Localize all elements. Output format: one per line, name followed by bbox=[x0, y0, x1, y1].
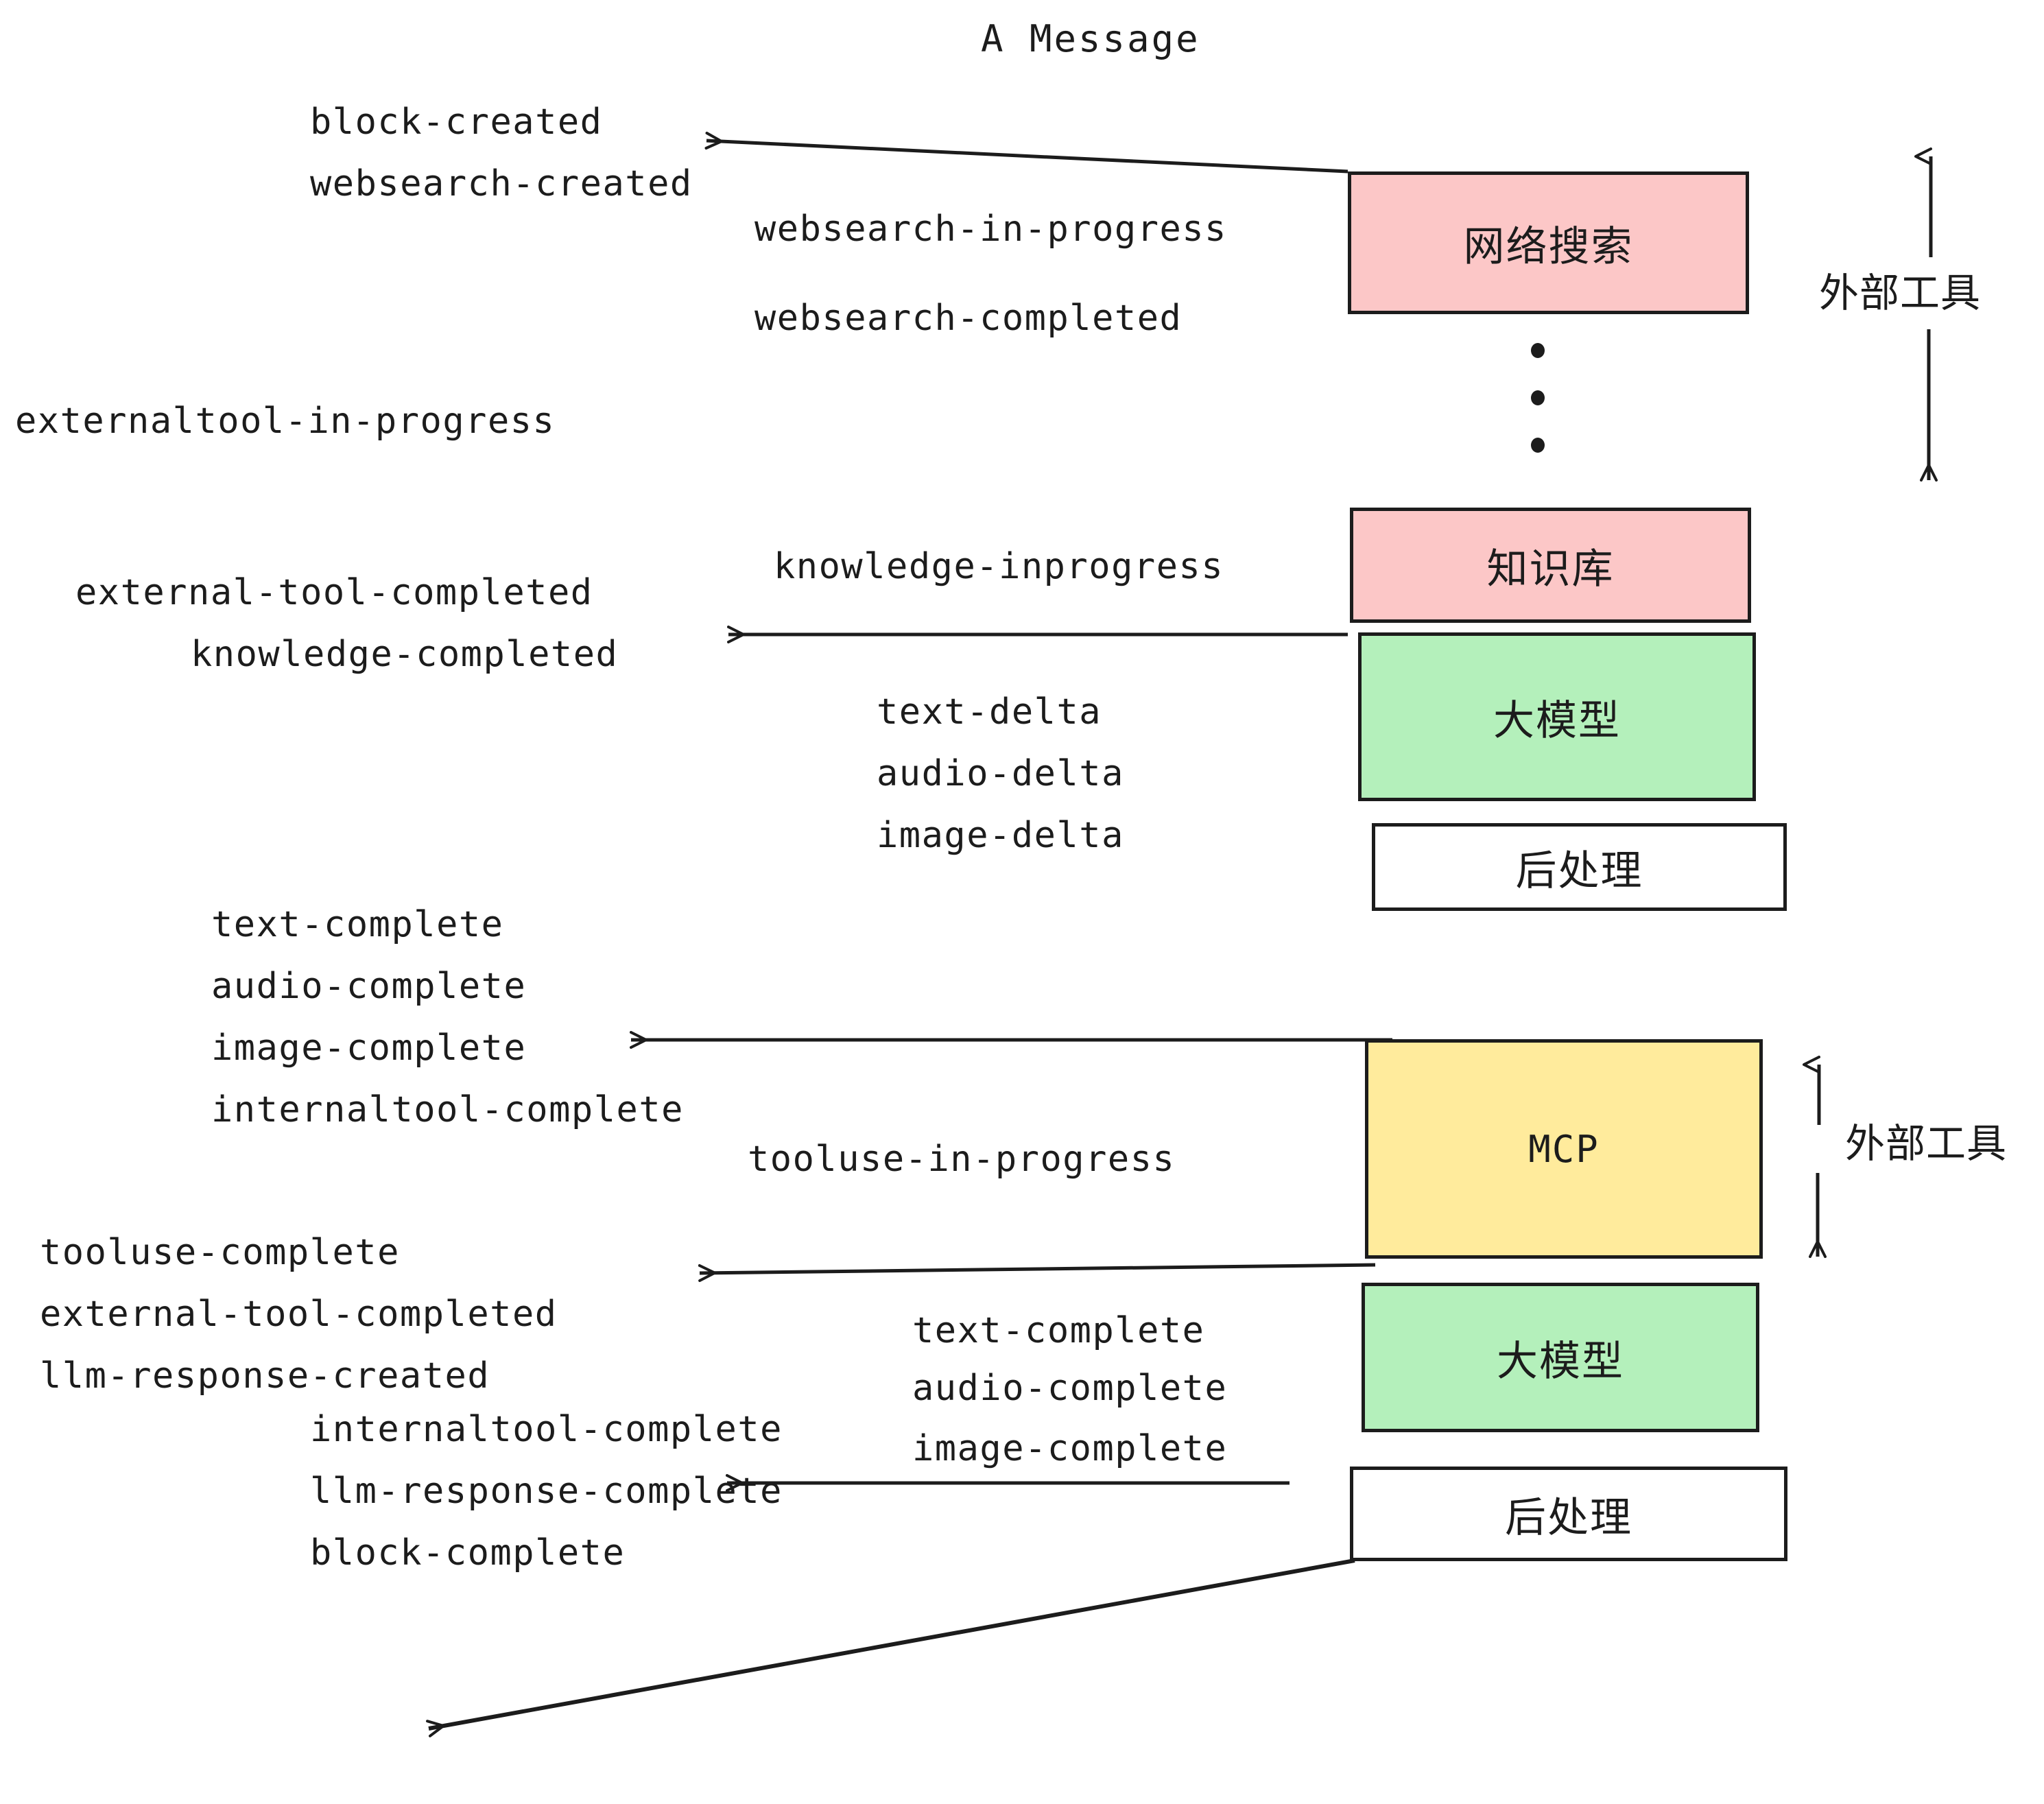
event-label-text-delta-2: text-complete bbox=[912, 1310, 1205, 1351]
event-label-websearch-completed: websearch-completed bbox=[754, 298, 1183, 339]
event-label-image-delta-1: image-delta bbox=[877, 815, 1124, 856]
event-label-llm-response-created: llm-response-created bbox=[40, 1355, 490, 1397]
event-label-external-tool-completed-2: external-tool-completed bbox=[40, 1294, 558, 1335]
node-postprocess-top-label: 后处理 bbox=[1515, 846, 1643, 895]
event-label-websearch-in-progress: websearch-in-progress bbox=[754, 209, 1227, 250]
node-mcp-label: MCP bbox=[1528, 1127, 1600, 1171]
node-websearch-label: 网络搜索 bbox=[1463, 222, 1634, 271]
event-label-knowledge-completed: knowledge-completed bbox=[191, 634, 619, 675]
node-llm-top[interactable]: 大模型 bbox=[1358, 632, 1756, 801]
node-websearch[interactable]: 网络搜索 bbox=[1348, 171, 1749, 314]
node-mcp[interactable]: MCP bbox=[1365, 1039, 1763, 1259]
page-title: A Message bbox=[981, 17, 1200, 60]
event-label-text-complete-1: text-complete bbox=[211, 904, 504, 945]
side-label-external-tool-bottom: 外部工具 bbox=[1845, 1120, 2008, 1167]
node-llm-top-label: 大模型 bbox=[1493, 696, 1621, 745]
event-label-audio-delta-1: audio-delta bbox=[877, 753, 1124, 794]
node-llm-bottom[interactable]: 大模型 bbox=[1362, 1283, 1759, 1432]
node-postprocess-top[interactable]: 后处理 bbox=[1372, 823, 1787, 911]
event-label-audio-delta-2: audio-complete bbox=[912, 1368, 1228, 1409]
event-label-image-delta-2: image-complete bbox=[912, 1428, 1228, 1469]
event-label-externaltool-in-progress: externaltool-in-progress bbox=[15, 401, 556, 442]
event-label-internaltool-complete-1: internaltool-complete bbox=[211, 1089, 684, 1130]
node-knowledge-base-label: 知识库 bbox=[1486, 545, 1615, 593]
event-label-text-complete-2: internaltool-complete bbox=[310, 1409, 783, 1450]
node-llm-bottom-label: 大模型 bbox=[1497, 1337, 1624, 1386]
node-knowledge-base[interactable]: 知识库 bbox=[1350, 508, 1751, 623]
event-label-text-delta-1: text-delta bbox=[877, 691, 1102, 733]
event-label-websearch-created: websearch-created bbox=[310, 163, 693, 204]
event-label-block-created: block-created bbox=[310, 102, 603, 143]
side-label-external-tool-top: 外部工具 bbox=[1819, 270, 1982, 316]
arrow-websearch-to-created bbox=[704, 132, 1348, 174]
event-label-tooluse-complete: tooluse-complete bbox=[40, 1232, 400, 1273]
vertical-ellipsis-icon bbox=[1530, 343, 1546, 453]
event-label-audio-complete-1: audio-complete bbox=[211, 966, 527, 1007]
arrow-mcp-to-tooluse-complete bbox=[698, 1263, 1376, 1282]
event-label-image-complete-1: image-complete bbox=[211, 1028, 527, 1069]
node-postprocess-bottom[interactable]: 后处理 bbox=[1350, 1467, 1787, 1561]
event-label-external-tool-completed: external-tool-completed bbox=[75, 572, 593, 613]
node-postprocess-bottom-label: 后处理 bbox=[1505, 1493, 1632, 1542]
arrow-postprocess-to-block-complete bbox=[426, 1558, 1355, 1737]
event-label-image-complete-2: block-complete bbox=[310, 1532, 626, 1574]
event-label-knowledge-inprogress: knowledge-inprogress bbox=[774, 546, 1224, 587]
event-label-audio-complete-2: llm-response-complete bbox=[310, 1471, 783, 1512]
event-label-tooluse-in-progress: tooluse-in-progress bbox=[748, 1139, 1176, 1180]
